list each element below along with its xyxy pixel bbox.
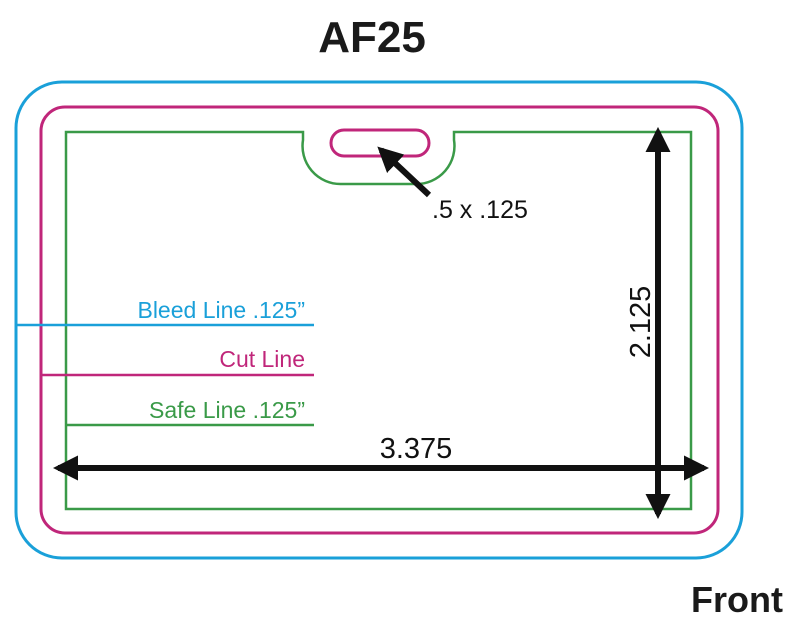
cut-outline [39, 105, 720, 535]
diagram-title: AF25 [318, 13, 426, 62]
bleed-line-label: Bleed Line .125” [137, 297, 305, 323]
height-dimension-label: 2.125 [625, 286, 657, 359]
cut-line-label: Cut Line [219, 346, 305, 372]
side-label: Front [691, 579, 783, 620]
safe-line-label: Safe Line .125” [149, 397, 305, 423]
bleed-outline [14, 80, 744, 560]
slot-dimension-label: .5 x .125 [432, 196, 528, 224]
slot-arrow [377, 146, 432, 198]
width-dimension-label: 3.375 [380, 433, 453, 465]
